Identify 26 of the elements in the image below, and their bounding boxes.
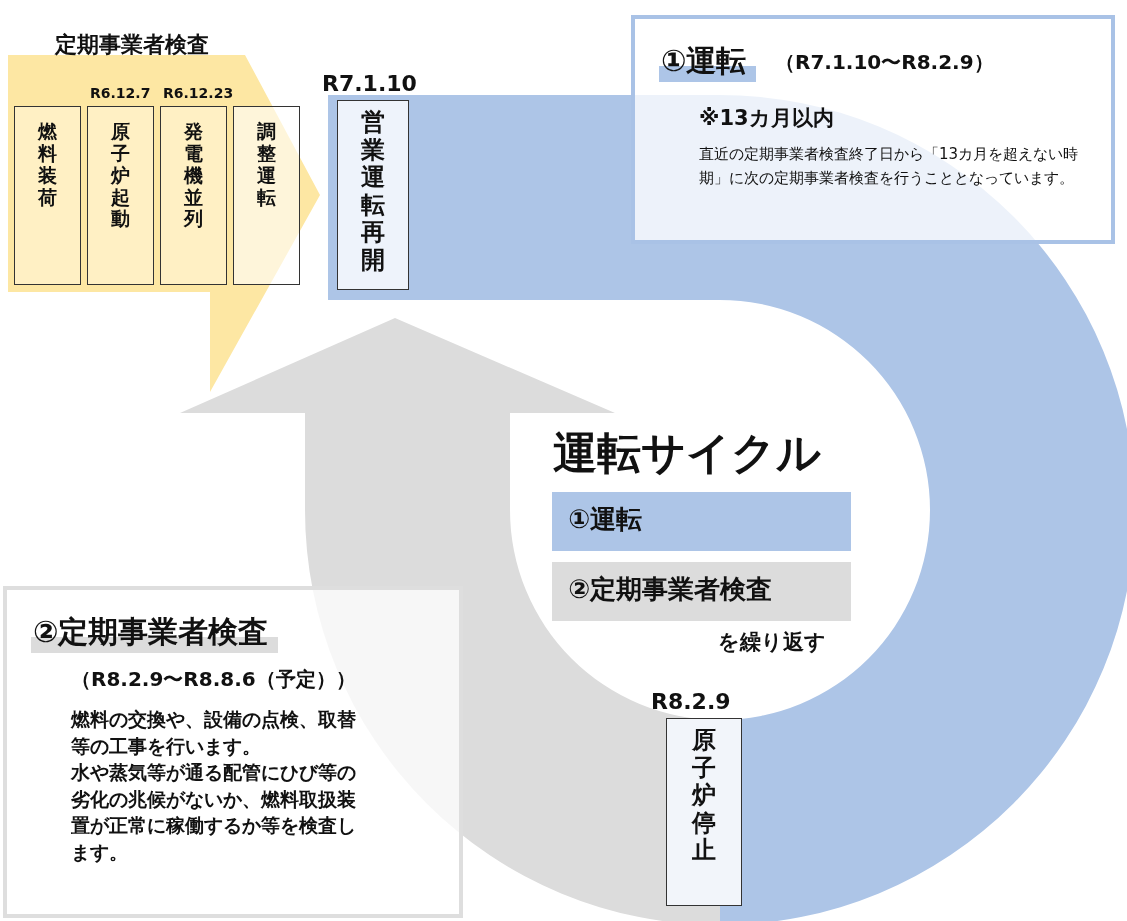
description: 燃料の交換や、設備の点検、取替等の工事を行います。: [71, 707, 357, 759]
description: 直近の定期事業者検査終了日から「13カ月を超えない時期」に次の定期事業者検査を行うこととなっています。: [699, 144, 1079, 189]
vertical-label: 原子炉起動: [110, 121, 131, 231]
chevron-arrow: [8, 30, 320, 392]
vertical-text-box: [233, 106, 300, 285]
cycle-step-bar: ②定期事業者検査: [552, 562, 851, 621]
info-panel: [3, 586, 463, 918]
heading: 定期事業者検査: [55, 31, 209, 59]
note-heading: ※13カ月以内: [699, 105, 834, 132]
vertical-label: 原子炉停止: [691, 727, 717, 865]
description: 水や蒸気等が通る配管にひび等の劣化の兆候がないか、燃料取扱装置が正常に稼働するか等を検査します。: [71, 760, 357, 865]
vertical-label: 営業運転再開: [360, 109, 386, 275]
note-text: を繰り返す: [718, 629, 826, 656]
date-label: R8.2.9: [651, 689, 731, 714]
vertical-label: 燃料装荷: [37, 121, 58, 209]
date-label: R7.1.10: [322, 71, 417, 96]
date-range: （R7.1.10〜R8.2.9）: [775, 49, 994, 76]
vertical-label: 発電機並列: [183, 121, 204, 231]
cycle-step-bar: ①運転: [552, 492, 851, 551]
date-label: R6.12.7: [90, 85, 151, 101]
date-range: （R8.2.9〜R8.8.6（予定））: [71, 666, 356, 693]
diagram-heading: 運転サイクル: [553, 426, 821, 480]
vertical-text-box: [14, 106, 81, 285]
vertical-label: 調整運転: [256, 121, 277, 209]
date-label: R6.12.23: [163, 85, 234, 101]
info-panel: [631, 15, 1115, 244]
